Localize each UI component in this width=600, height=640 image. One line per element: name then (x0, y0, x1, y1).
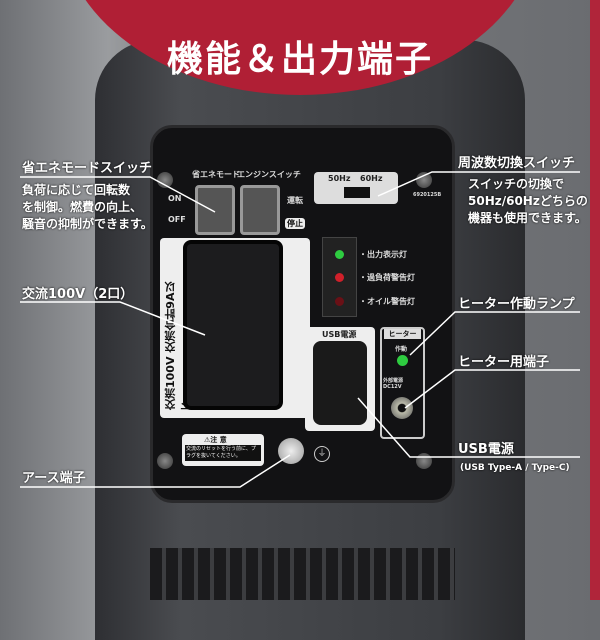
desc-line: 50Hz/60Hzどちらの (468, 194, 588, 208)
engine-switch-label: エンジンスイッチ (237, 170, 301, 179)
screw-icon (157, 172, 173, 188)
usb-label: USB電源 (322, 330, 357, 339)
usb-ports[interactable] (313, 341, 367, 425)
engine-switch[interactable] (240, 185, 280, 235)
heater-port-annotation: ヒーター用端子 (458, 355, 550, 370)
eco-switch-label: 省エネモード (192, 170, 240, 179)
overload-lamp (335, 273, 344, 282)
screw-icon (416, 172, 432, 188)
caution-title: ⚠注 意 (204, 436, 227, 444)
annotation-lines (0, 0, 600, 600)
screw-icon (157, 453, 173, 469)
on-label: ON (168, 194, 182, 203)
earth-symbol-icon: ⏚ (314, 446, 330, 462)
heater-lamp-annotation: ヒーター作動ランプ (458, 297, 575, 312)
heater-port[interactable] (391, 397, 413, 419)
usb-annotation: USB電源 (458, 442, 514, 457)
hz60-label: 60Hz (360, 174, 383, 183)
desc-line: 負荷に応じて回転数 (22, 183, 131, 197)
output-lamp-label: ・出力表示灯 (359, 250, 407, 259)
frequency-switch-annotation: 周波数切換スイッチ (458, 156, 576, 171)
stop-label: 停止 (285, 218, 305, 229)
ac-outlet-annotation: 交流100V（2口） (22, 287, 134, 302)
heater-panel: ヒーター 作動 外部電源 DC12V (380, 327, 425, 439)
desc-line: 騒音の抑制ができます。 (22, 217, 153, 231)
vent-grille (150, 548, 455, 600)
caution-text: 交流のリセットを行う前に、プラグを抜いてください。 (185, 445, 261, 461)
heater-label: ヒーター (384, 329, 421, 339)
heater-lamp (397, 355, 408, 366)
output-lamp (335, 250, 344, 259)
red-stripe (590, 0, 600, 600)
oil-lamp-label: ・オイル警告灯 (359, 297, 415, 306)
heater-power-label: 外部電源 DC12V (383, 378, 404, 390)
off-label: OFF (168, 215, 186, 224)
usb-panel: USB電源 (305, 327, 375, 431)
earth-annotation: アース端子 (22, 471, 86, 486)
frequency-switch[interactable] (344, 187, 370, 198)
usb-annotation-sub: (USB Type-A / Type-C) (460, 463, 570, 473)
overload-lamp-label: ・過負荷警告灯 (359, 273, 415, 282)
desc-line: 機器も使用できます。 (468, 211, 587, 225)
ac-outlet[interactable] (183, 240, 283, 410)
frequency-switch-plate: 50Hz 60Hz (314, 172, 398, 204)
eco-switch-annotation: 省エネモードスイッチ (22, 161, 153, 176)
heater-active-label: 作動 (395, 346, 408, 353)
frequency-switch-description: スイッチの切換で 50Hz/60Hzどちらの 機器も使用できます。 (468, 176, 588, 227)
desc-line: スイッチの切換で (468, 177, 565, 191)
caution-label: ⚠注 意 交流のリセットを行う前に、プラグを抜いてください。 (182, 434, 264, 466)
hz50-label: 50Hz (328, 174, 351, 183)
serial-number: 6920125B (413, 192, 442, 198)
run-label: 運転 (287, 196, 303, 205)
oil-lamp (335, 297, 344, 306)
eco-switch-description: 負荷に応じて回転数 を制御。燃費の向上、 騒音の抑制ができます。 (22, 182, 153, 233)
desc-line: を制御。燃費の向上、 (22, 200, 143, 214)
page-title: 機能＆出力端子 (166, 39, 433, 80)
eco-mode-switch[interactable] (195, 185, 235, 235)
